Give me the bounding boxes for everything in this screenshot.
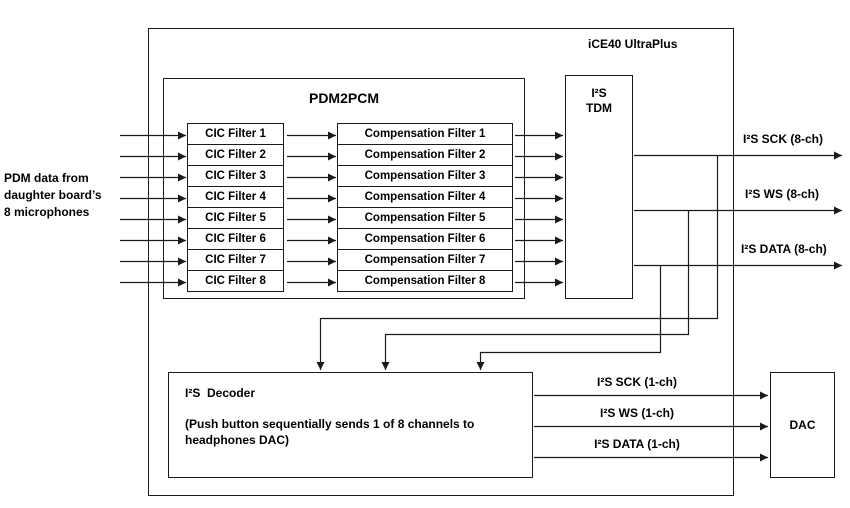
compensation-filter-cell: Compensation Filter 8	[337, 270, 513, 292]
cic-filter-cell: CIC Filter 7	[187, 249, 284, 271]
compensation-filter-cell: Compensation Filter 3	[337, 165, 513, 187]
cic-filter-cell: CIC Filter 5	[187, 207, 284, 229]
cic-filter-column: CIC Filter 1 CIC Filter 2 CIC Filter 3 C…	[187, 123, 284, 292]
output-label-i2s-sck-1ch: I²S SCK (1-ch)	[596, 375, 677, 389]
pdm-input-label: PDM data from daughter board’s 8 microph…	[4, 171, 102, 219]
compensation-filter-column: Compensation Filter 1 Compensation Filte…	[337, 123, 513, 292]
pdm2pcm-title: PDM2PCM	[308, 90, 379, 106]
chip-label: iCE40 UltraPlus	[588, 37, 678, 51]
compensation-filter-cell: Compensation Filter 7	[337, 249, 513, 271]
decoder-note: (Push button sequentially sends 1 of 8 c…	[185, 417, 475, 447]
compensation-filter-cell: Compensation Filter 1	[337, 123, 513, 145]
output-label-i2s-data-8ch: I²S DATA (8-ch)	[741, 242, 827, 256]
cic-filter-cell: CIC Filter 6	[187, 228, 284, 250]
cic-filter-cell: CIC Filter 1	[187, 123, 284, 145]
i2s-tdm-box: I²S TDM	[565, 75, 633, 299]
cic-filter-cell: CIC Filter 8	[187, 270, 284, 292]
i2s-tdm-label-line2: TDM	[586, 101, 612, 115]
cic-filter-cell: CIC Filter 2	[187, 144, 284, 166]
output-label-i2s-sck-8ch: I²S SCK (8-ch)	[743, 132, 824, 146]
dac-box: DAC	[770, 372, 835, 478]
output-label-i2s-data-1ch: I²S DATA (1-ch)	[594, 437, 680, 451]
cic-filter-cell: CIC Filter 4	[187, 186, 284, 208]
i2s-decoder-box: I²S Decoder (Push button sequentially se…	[168, 372, 533, 478]
compensation-filter-cell: Compensation Filter 6	[337, 228, 513, 250]
compensation-filter-cell: Compensation Filter 2	[337, 144, 513, 166]
output-label-i2s-ws-8ch: I²S WS (8-ch)	[745, 187, 819, 201]
compensation-filter-cell: Compensation Filter 5	[337, 207, 513, 229]
dac-label: DAC	[789, 418, 816, 432]
output-label-i2s-ws-1ch: I²S WS (1-ch)	[600, 406, 674, 420]
pdm2pcm-box: PDM2PCM CIC Filter 1 CIC Filter 2 CIC Fi…	[163, 78, 525, 299]
compensation-filter-cell: Compensation Filter 4	[337, 186, 513, 208]
decoder-title: I²S Decoder	[185, 386, 256, 400]
cic-filter-cell: CIC Filter 3	[187, 165, 284, 187]
i2s-tdm-label-line1: I²S	[591, 86, 607, 100]
